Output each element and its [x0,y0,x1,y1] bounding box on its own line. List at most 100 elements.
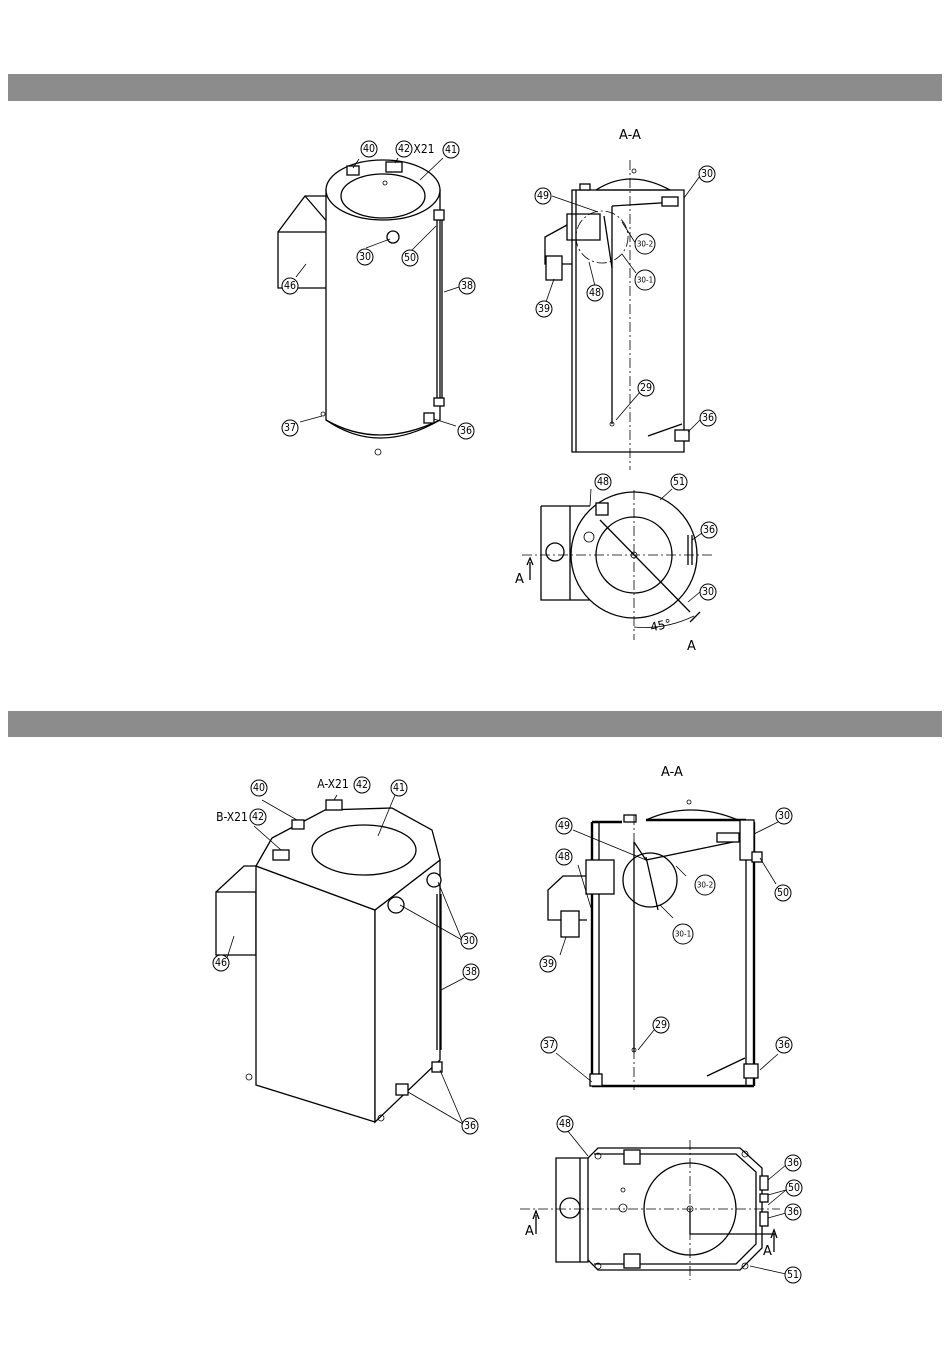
svg-text:30: 30 [702,586,714,598]
callout-36: 36 [785,1204,801,1220]
svg-text:36: 36 [787,1206,799,1218]
callout-30: 30 [776,808,792,824]
callout-40: 40 [361,141,377,157]
callout-36: 36 [701,522,717,538]
section-arrow-left-bottom: A [525,1224,534,1239]
callout-30: 30 [700,584,716,600]
callout-38: 38 [459,278,475,294]
callout-29: 29 [638,380,654,396]
callout-42: 42 [396,141,412,157]
callout-48: 48 [557,1116,573,1132]
svg-text:29: 29 [640,382,652,394]
section-arrow-left-top: A [515,572,524,587]
svg-text:30: 30 [359,251,371,263]
callout-50: 50 [775,885,791,901]
callout-42: 42 [354,777,370,793]
callout-36: 36 [700,410,716,426]
callout-30-2: 30-2 [695,875,715,895]
svg-text:41: 41 [445,144,457,156]
round-boiler-isometric [278,158,459,455]
section-label-top: A-A [619,128,641,143]
svg-text:30-1: 30-1 [675,930,691,939]
svg-text:46: 46 [215,957,227,969]
callout-46: 46 [282,278,298,294]
callout-39: 39 [540,956,556,972]
svg-text:50: 50 [788,1182,800,1194]
svg-text:30-2: 30-2 [637,240,653,249]
callout-30-1: 30-1 [673,924,693,944]
svg-text:30: 30 [701,168,713,180]
callout-30-2: 30-2 [635,234,655,254]
callout-x21-label: X21 [413,142,434,156]
svg-text:41: 41 [393,782,405,794]
svg-text:36: 36 [702,412,714,424]
svg-text:40: 40 [253,782,265,794]
callout-49: 49 [556,818,572,834]
svg-text:30: 30 [778,810,790,822]
callout-48: 48 [587,285,603,301]
callout-50: 50 [402,250,418,266]
octagonal-plan-view [520,1130,786,1280]
callout-46: 46 [213,955,229,971]
callout-36: 36 [458,423,474,439]
callout-30: 30 [699,166,715,182]
callout-30: 30 [461,933,477,949]
svg-text:X21: X21 [413,142,434,156]
svg-text:A-X21: A-X21 [317,777,349,791]
angle-label: 45° [649,616,673,634]
svg-text:51: 51 [787,1269,799,1281]
callout-36: 36 [462,1118,478,1134]
svg-text:50: 50 [404,252,416,264]
callout-36: 36 [785,1155,801,1171]
callout-30: 30 [357,249,373,265]
round-plan-callouts: 48 51 36 30 [595,474,717,600]
svg-text:42: 42 [398,143,410,155]
svg-text:39: 39 [538,303,550,315]
callout-37: 37 [282,420,298,436]
svg-text:42: 42 [252,811,264,823]
callout-40: 40 [251,780,267,796]
svg-text:36: 36 [778,1039,790,1051]
callout-38: 38 [463,964,479,980]
callout-30-1: 30-1 [635,270,655,290]
svg-text:51: 51 [673,476,685,488]
callout-49: 49 [535,188,551,204]
callout-48: 48 [595,474,611,490]
svg-text:37: 37 [543,1039,555,1051]
callout-51: 51 [671,474,687,490]
svg-text:48: 48 [597,476,609,488]
svg-text:48: 48 [558,851,570,863]
callout-48: 48 [556,849,572,865]
callout-39: 39 [536,301,552,317]
callout-a-x21-label: A-X21 [317,777,349,791]
svg-text:37: 37 [284,422,296,434]
round-section-view [545,160,700,470]
svg-text:38: 38 [461,280,473,292]
svg-text:30-1: 30-1 [637,276,653,285]
callout-29: 29 [653,1017,669,1033]
callout-36: 36 [776,1037,792,1053]
callout-41: 41 [443,142,459,158]
svg-text:36: 36 [787,1157,799,1169]
section-arrow-right-top: A [687,639,696,654]
svg-text:42: 42 [356,779,368,791]
svg-text:29: 29 [655,1019,667,1031]
callout-37: 37 [541,1037,557,1053]
octagonal-boiler-isometric [216,795,464,1124]
svg-text:36: 36 [460,425,472,437]
svg-text:30-2: 30-2 [697,881,713,890]
svg-text:38: 38 [465,966,477,978]
section-arrow-right-bottom: A [763,1244,772,1259]
svg-text:49: 49 [537,190,549,202]
svg-text:36: 36 [703,524,715,536]
callout-51: 51 [785,1267,801,1283]
svg-text:36: 36 [464,1120,476,1132]
section-label-bottom: A-A [661,765,683,780]
callout-41: 41 [391,780,407,796]
svg-text:40: 40 [363,143,375,155]
svg-text:46: 46 [284,280,296,292]
svg-text:B-X21: B-X21 [216,810,248,824]
svg-text:50: 50 [777,887,789,899]
svg-text:48: 48 [589,287,601,299]
